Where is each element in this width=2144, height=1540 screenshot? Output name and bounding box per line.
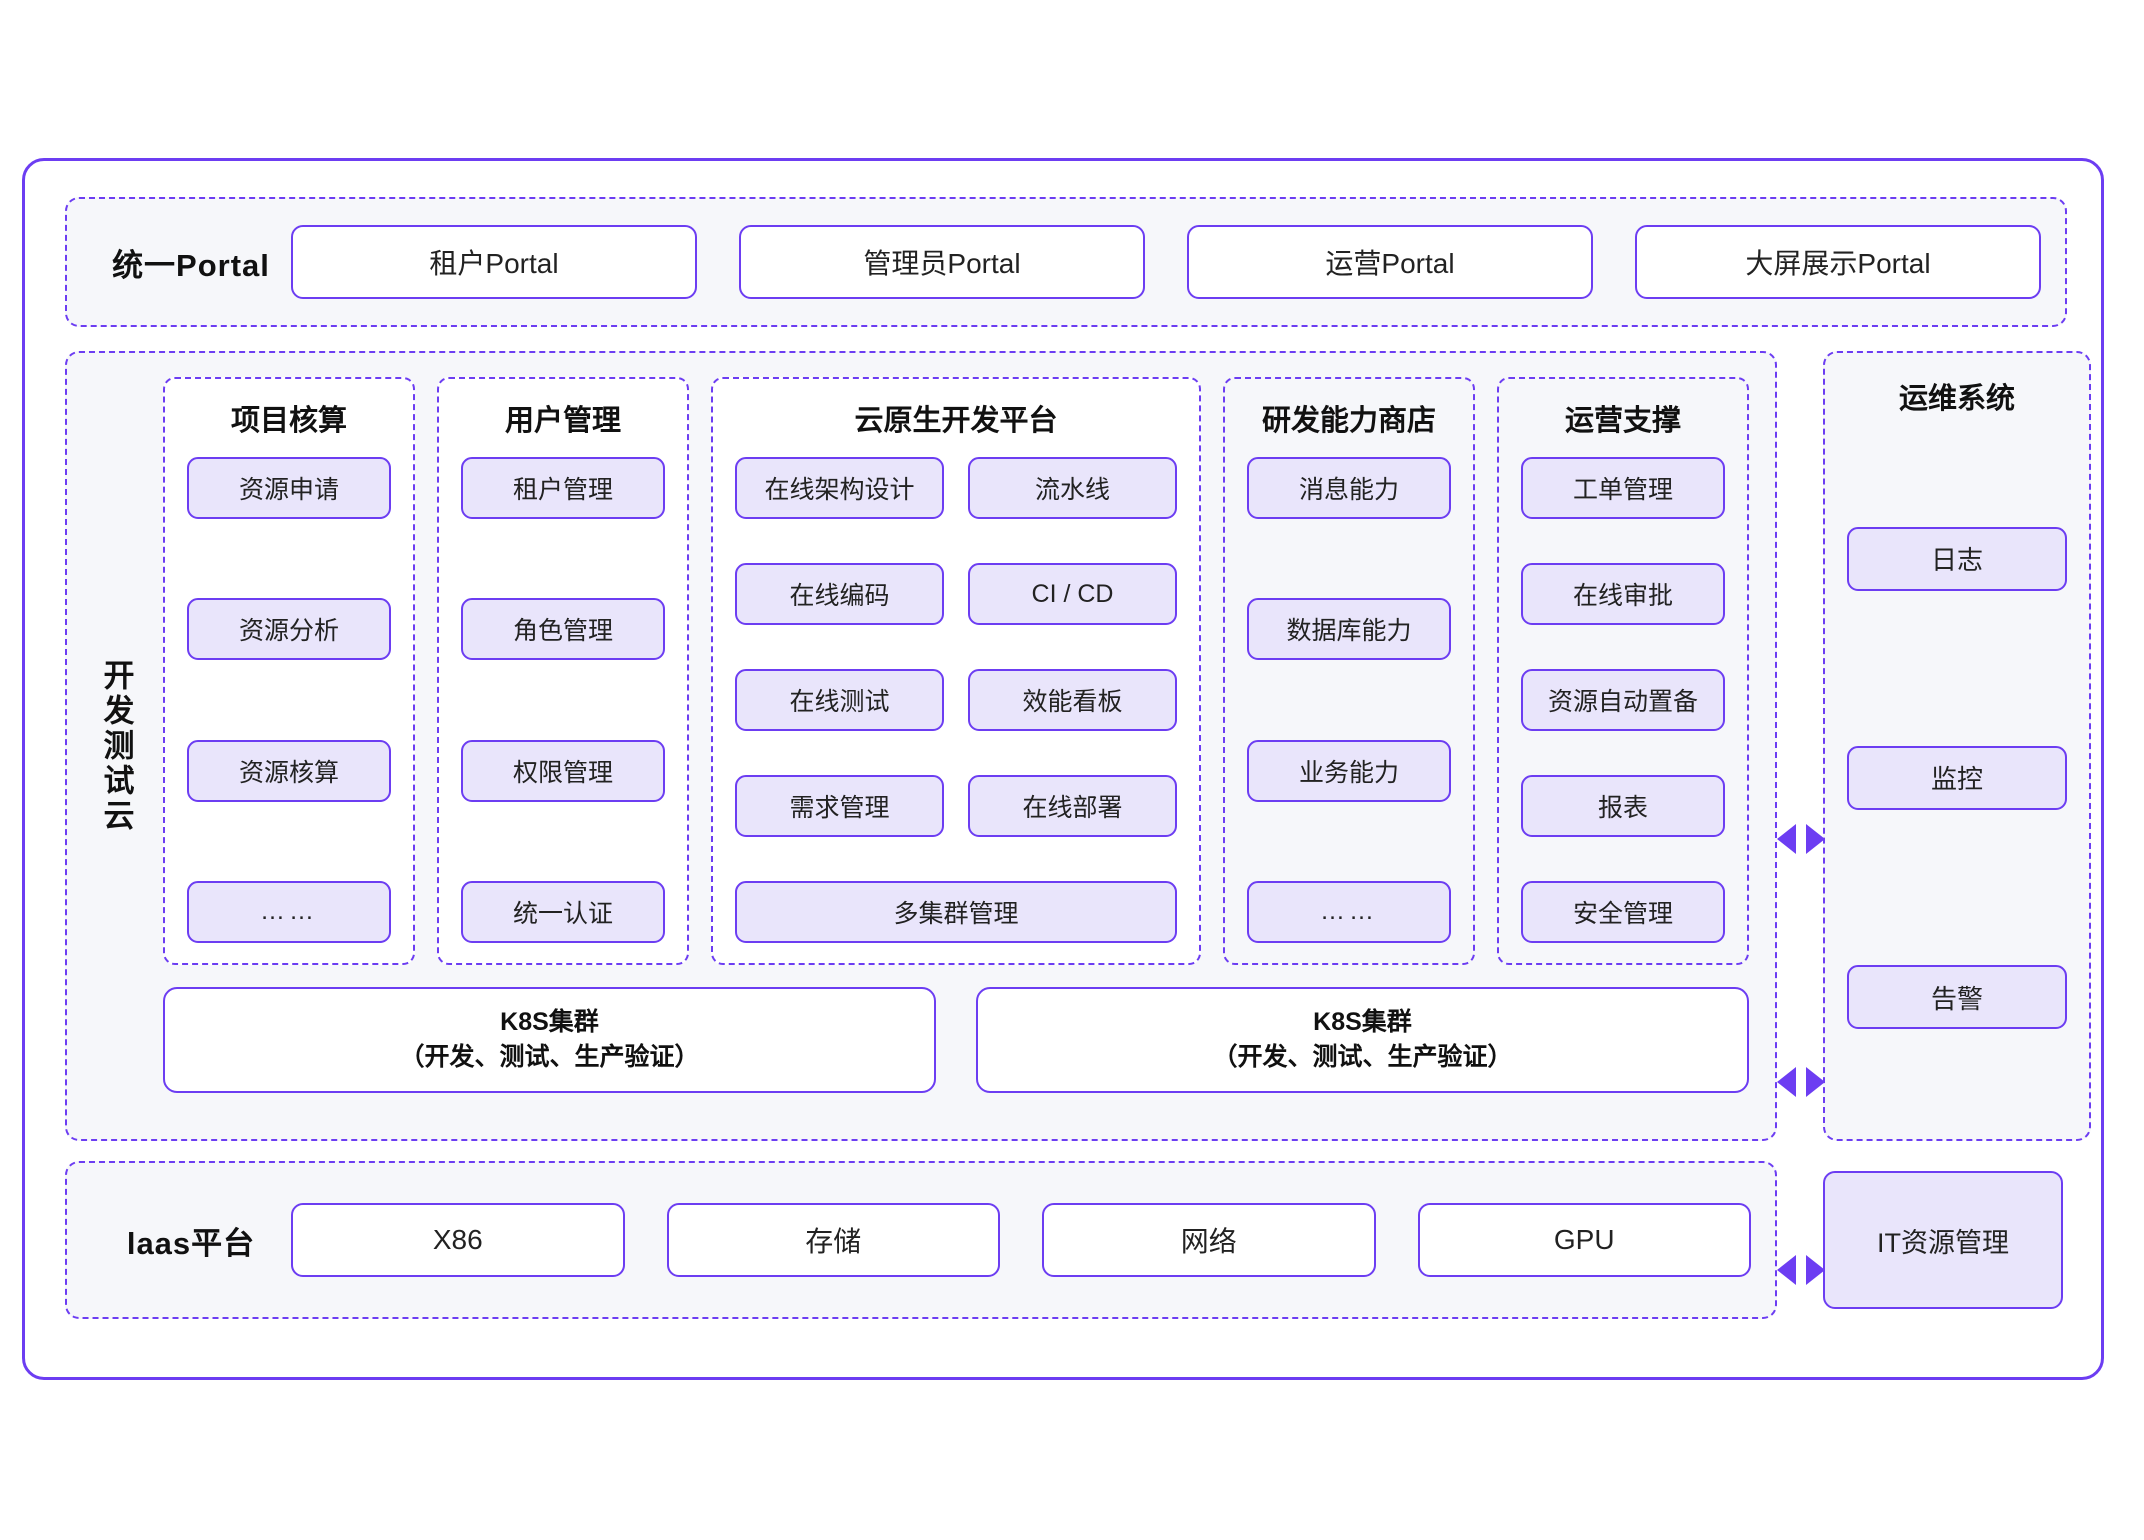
chip-ticket-management[interactable]: 工单管理 bbox=[1521, 457, 1725, 519]
chip-more-project-accounting[interactable]: …… bbox=[187, 880, 391, 943]
iaas-platform-title: laas平台 bbox=[126, 1225, 256, 1261]
portal-section: 统一Portal 租户Portal 管理员Portal 运营Portal 大屏展… bbox=[65, 197, 2067, 327]
column-items-capability-store: 消息能力 数据库能力 业务能力 …… bbox=[1247, 457, 1451, 943]
chip-permission-management[interactable]: 权限管理 bbox=[461, 739, 665, 802]
chip-online-coding[interactable]: 在线编码 bbox=[735, 563, 944, 625]
column-user-management: 用户管理 租户管理 角色管理 权限管理 统一认证 bbox=[437, 377, 689, 965]
k8s-cluster-subtitle-1: （开发、测试、生产验证） bbox=[399, 1043, 700, 1071]
portal-item-tenant[interactable]: 租户Portal bbox=[291, 225, 697, 299]
iaas-platform-section: laas平台 X86 存储 网络 GPU bbox=[65, 1161, 1777, 1319]
chip-pipeline[interactable]: 流水线 bbox=[968, 457, 1177, 519]
dev-test-cloud-section: 开发测试云 项目核算 资源申请 资源分析 资源核算 …… 用户管理 bbox=[65, 351, 1777, 1141]
k8s-cluster-title-2: K8S集群 bbox=[1313, 1007, 1412, 1036]
column-capability-store: 研发能力商店 消息能力 数据库能力 业务能力 …… bbox=[1223, 377, 1475, 965]
chip-resource-accounting[interactable]: 资源核算 bbox=[187, 739, 391, 802]
chip-online-deployment[interactable]: 在线部署 bbox=[968, 775, 1177, 837]
chip-multi-cluster-management[interactable]: 多集群管理 bbox=[735, 881, 1177, 943]
arrow-left-triangle-icon bbox=[1777, 1067, 1796, 1097]
chip-requirement-management[interactable]: 需求管理 bbox=[735, 775, 944, 837]
chip-online-approval[interactable]: 在线审批 bbox=[1521, 563, 1725, 625]
chip-log[interactable]: 日志 bbox=[1847, 526, 2067, 591]
it-resource-management-box[interactable]: IT资源管理 bbox=[1823, 1171, 2063, 1309]
iaas-item-x86[interactable]: X86 bbox=[291, 1203, 625, 1277]
chip-message-capability[interactable]: 消息能力 bbox=[1247, 457, 1451, 519]
chip-tenant-management[interactable]: 租户管理 bbox=[461, 457, 665, 519]
chip-ci-cd[interactable]: CI / CD bbox=[968, 563, 1177, 625]
bidirectional-arrow-icon-bottom bbox=[1777, 1066, 1825, 1098]
column-items-project-accounting: 资源申请 资源分析 资源核算 …… bbox=[187, 457, 391, 943]
column-items-operation-support: 工单管理 在线审批 资源自动置备 报表 安全管理 bbox=[1521, 457, 1725, 943]
column-items-user-management: 租户管理 角色管理 权限管理 统一认证 bbox=[461, 457, 665, 943]
bidirectional-arrow-icon-top bbox=[1777, 823, 1825, 855]
chip-alarm[interactable]: 告警 bbox=[1847, 965, 2067, 1030]
dev-test-cloud-side-label: 开发测试云 bbox=[98, 658, 134, 834]
portal-section-title: 统一Portal bbox=[112, 247, 270, 283]
iaas-item-gpu[interactable]: GPU bbox=[1417, 1203, 1751, 1277]
column-title-operation-support: 运营支撑 bbox=[1564, 405, 1681, 437]
ops-system-title: 运维系统 bbox=[1898, 383, 2015, 415]
iaas-item-storage[interactable]: 存储 bbox=[666, 1203, 1000, 1277]
chip-role-management[interactable]: 角色管理 bbox=[461, 598, 665, 661]
column-items-cloud-native-platform: 在线架构设计 流水线 在线编码 CI / CD 在线测试 效能看板 需求管理 在… bbox=[735, 457, 1177, 943]
k8s-cluster-row: K8S集群 （开发、测试、生产验证） K8S集群 （开发、测试、生产验证） bbox=[163, 987, 1749, 1093]
ops-system-item-list: 日志 监控 告警 bbox=[1847, 427, 2067, 1117]
chip-database-capability[interactable]: 数据库能力 bbox=[1247, 598, 1451, 661]
column-title-cloud-native-platform: 云原生开发平台 bbox=[854, 405, 1058, 437]
chip-resource-application[interactable]: 资源申请 bbox=[187, 457, 391, 519]
capability-column-row: 项目核算 资源申请 资源分析 资源核算 …… 用户管理 租户管理 角色管理 权限… bbox=[163, 377, 1749, 965]
column-title-user-management: 用户管理 bbox=[504, 405, 621, 437]
column-cloud-native-platform: 云原生开发平台 在线架构设计 流水线 在线编码 CI / CD 在线测试 效能看… bbox=[711, 377, 1201, 965]
portal-item-admin[interactable]: 管理员Portal bbox=[739, 225, 1145, 299]
arrow-left-triangle-icon bbox=[1777, 1255, 1796, 1285]
arrow-right-triangle-icon bbox=[1806, 824, 1825, 854]
chip-business-capability[interactable]: 业务能力 bbox=[1247, 739, 1451, 802]
chip-unified-authentication[interactable]: 统一认证 bbox=[461, 880, 665, 943]
column-title-project-accounting: 项目核算 bbox=[230, 405, 347, 437]
ops-system-section: 运维系统 日志 监控 告警 bbox=[1823, 351, 2091, 1141]
chip-efficiency-dashboard[interactable]: 效能看板 bbox=[968, 669, 1177, 731]
chip-security-management[interactable]: 安全管理 bbox=[1521, 881, 1725, 943]
chip-monitoring[interactable]: 监控 bbox=[1847, 745, 2067, 810]
k8s-cluster-title-1: K8S集群 bbox=[500, 1007, 599, 1036]
iaas-item-network[interactable]: 网络 bbox=[1042, 1203, 1376, 1277]
column-project-accounting: 项目核算 资源申请 资源分析 资源核算 …… bbox=[163, 377, 415, 965]
chip-more-capability-store[interactable]: …… bbox=[1247, 880, 1451, 943]
arrow-right-triangle-icon bbox=[1806, 1255, 1825, 1285]
architecture-diagram-frame: 统一Portal 租户Portal 管理员Portal 运营Portal 大屏展… bbox=[22, 158, 2104, 1380]
chip-resource-analysis[interactable]: 资源分析 bbox=[187, 598, 391, 661]
iaas-item-list: X86 存储 网络 GPU bbox=[291, 1203, 1751, 1277]
arrow-right-triangle-icon bbox=[1806, 1067, 1825, 1097]
column-operation-support: 运营支撑 工单管理 在线审批 资源自动置备 报表 安全管理 bbox=[1497, 377, 1749, 965]
chip-report[interactable]: 报表 bbox=[1521, 775, 1725, 837]
bidirectional-arrow-icon-iaas bbox=[1777, 1254, 1825, 1286]
k8s-cluster-box-2[interactable]: K8S集群 （开发、测试、生产验证） bbox=[976, 987, 1749, 1093]
k8s-cluster-box-1[interactable]: K8S集群 （开发、测试、生产验证） bbox=[163, 987, 936, 1093]
portal-item-operation[interactable]: 运营Portal bbox=[1187, 225, 1593, 299]
k8s-cluster-subtitle-2: （开发、测试、生产验证） bbox=[1212, 1043, 1513, 1071]
dev-test-cloud-body: 项目核算 资源申请 资源分析 资源核算 …… 用户管理 租户管理 角色管理 权限… bbox=[163, 353, 1775, 1139]
portal-item-list: 租户Portal 管理员Portal 运营Portal 大屏展示Portal bbox=[291, 225, 2041, 299]
chip-online-architecture-design[interactable]: 在线架构设计 bbox=[735, 457, 944, 519]
chip-online-testing[interactable]: 在线测试 bbox=[735, 669, 944, 731]
arrow-left-triangle-icon bbox=[1777, 824, 1796, 854]
column-title-capability-store: 研发能力商店 bbox=[1261, 405, 1436, 437]
portal-item-bigscreen[interactable]: 大屏展示Portal bbox=[1635, 225, 2041, 299]
chip-resource-auto-provisioning[interactable]: 资源自动置备 bbox=[1521, 669, 1725, 731]
